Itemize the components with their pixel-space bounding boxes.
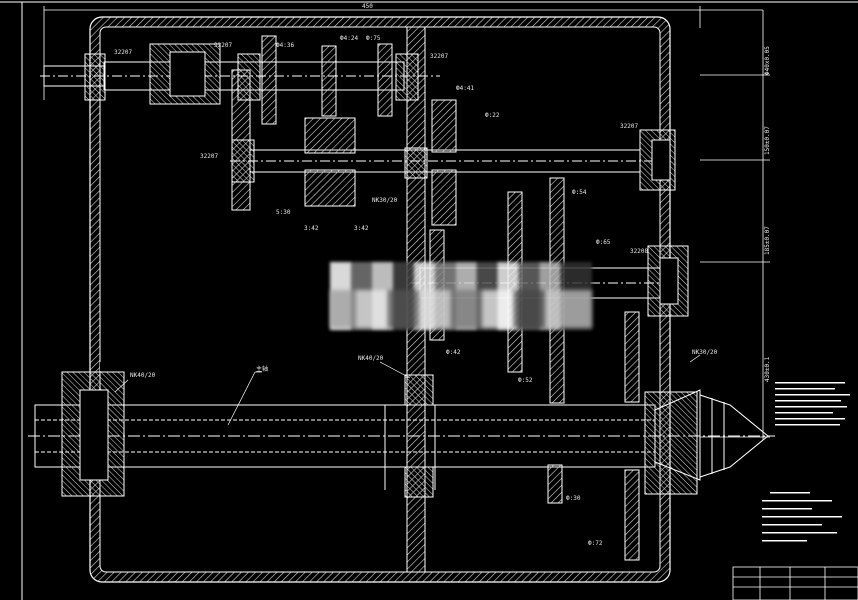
callout-label: Ф:30 <box>566 495 581 502</box>
callout-label: Ф:72 <box>588 540 603 547</box>
callout-label: 32207 <box>114 49 133 56</box>
callout-label: Ф:54 <box>572 189 587 196</box>
callout-label: Ф:65 <box>596 239 611 246</box>
callout-label: Ф:42 <box>446 349 461 356</box>
callout-label: 32207 <box>430 53 449 60</box>
callout-label: NK40/20 <box>358 355 384 362</box>
callout-label: 32207 <box>214 42 233 49</box>
callout-label: NK40/20 <box>130 372 156 379</box>
overall-dimension-label: 450 <box>362 3 373 10</box>
leader-lines <box>114 354 701 426</box>
technical-notes-block <box>762 382 850 542</box>
callout-label: Ф4:41 <box>456 85 475 92</box>
right-dimension-chain <box>700 10 770 440</box>
second-shaft <box>230 99 676 226</box>
callout-label: 32208 <box>630 248 649 255</box>
callout-label: 3:42 <box>304 225 319 232</box>
title-block <box>732 566 858 600</box>
obscured-region-lower <box>330 290 592 328</box>
right-dimension-2: 150±0.07 <box>764 126 771 155</box>
main-spindle <box>28 311 775 561</box>
right-dimension-4: 430±0.1 <box>764 356 771 382</box>
callout-label: Ф4:24 <box>340 35 359 42</box>
input-shaft <box>40 35 440 125</box>
callout-label: Ф4:36 <box>276 42 295 49</box>
callout-label: 5:30 <box>276 209 291 216</box>
callout-label: NK30/20 <box>692 349 718 356</box>
callout-label: 32207 <box>200 153 219 160</box>
right-dimension-3: 185±0.07 <box>764 226 771 255</box>
spindle-label: 主轴 <box>256 366 269 373</box>
right-dimension-1: Φ40x0.05 <box>764 46 771 75</box>
callout-label: Ф:52 <box>518 377 533 384</box>
callout-label: Ф:22 <box>485 112 500 119</box>
callout-label: 32207 <box>620 123 639 130</box>
callout-label: 3:42 <box>354 225 369 232</box>
callout-label: Ф:75 <box>366 35 381 42</box>
callout-label: NK30/20 <box>372 197 398 204</box>
